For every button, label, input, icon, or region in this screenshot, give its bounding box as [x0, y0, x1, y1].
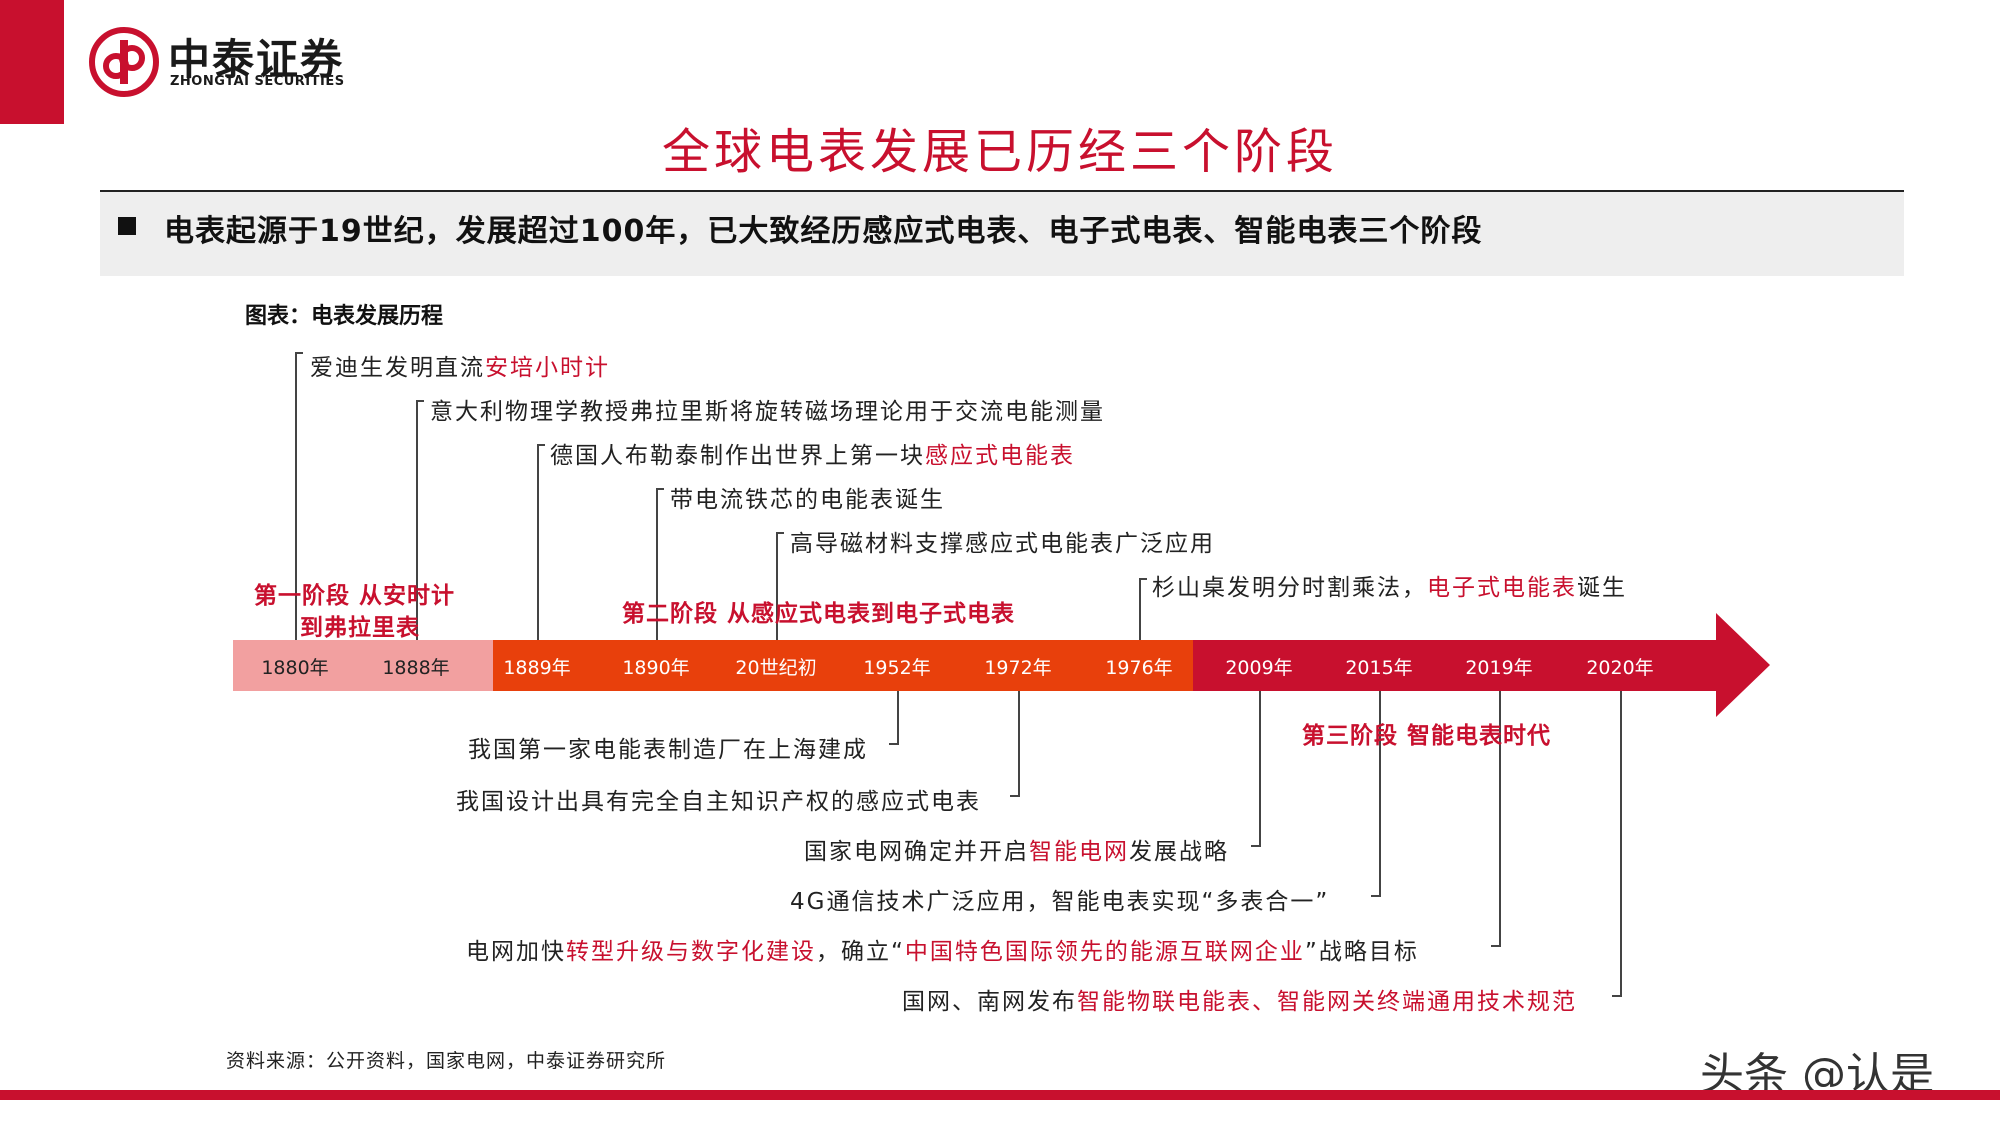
year-label: 1889年 [503, 657, 571, 679]
summary-box [100, 192, 1904, 276]
connector-1972-tick [1010, 795, 1020, 797]
event-1900s: 高导磁材料支撑感应式电能表广泛应用 [790, 531, 1215, 557]
event-2015: 4G通信技术广泛应用，智能电表实现“多表合一” [790, 889, 1330, 915]
logo-name-en: ZHONGTAI SECURITIES [170, 74, 345, 89]
connector-1889 [537, 444, 539, 640]
connector-1888-tick [416, 400, 424, 402]
event-text: 诞生 [1577, 575, 1627, 601]
timeline-stage3-arrow [1193, 613, 1770, 717]
event-text: 发展战略 [1129, 839, 1229, 865]
event-2019: 电网加快转型升级与数字化建设，确立“中国特色国际领先的能源互联网企业”战略目标 [466, 932, 1419, 966]
event-highlight: 智能电网 [1029, 839, 1129, 865]
year-label: 2009年 [1225, 657, 1293, 679]
event-text: 爱迪生发明直流 [310, 355, 485, 381]
connector-1976 [1139, 578, 1141, 640]
connector-1880 [295, 352, 297, 640]
stage1-label: 第一阶段 从安时计 [254, 583, 456, 609]
event-highlight: 安培小时计 [485, 355, 610, 381]
connector-2009-tick [1251, 845, 1261, 847]
connector-1900s-tick [776, 532, 784, 534]
event-highlight: 电子式电能表 [1427, 575, 1577, 601]
connector-1888 [416, 400, 418, 640]
stage3-label: 第三阶段 智能电表时代 [1302, 723, 1552, 749]
zhongtai-logo-icon [89, 27, 159, 97]
timeline-stage1-segment [233, 640, 493, 691]
event-1976: 杉山桌发明分时割乘法，电子式电能表诞生 [1152, 568, 1627, 602]
connector-2019-tick [1491, 945, 1501, 947]
event-text: ”战略目标 [1304, 939, 1419, 965]
event-1890: 带电流铁芯的电能表诞生 [670, 487, 945, 513]
event-text: 电网加快 [466, 939, 566, 965]
event-highlight: 转型升级与数字化建设 [566, 939, 816, 965]
event-highlight: 感应式电能表 [925, 443, 1075, 469]
year-label: 1976年 [1105, 657, 1173, 679]
event-1889: 德国人布勒泰制作出世界上第一块感应式电能表 [550, 436, 1075, 470]
event-text: 德国人布勒泰制作出世界上第一块 [550, 443, 925, 469]
page-title: 全球电表发展已历经三个阶段 [661, 124, 1338, 180]
event-1880: 爱迪生发明直流安培小时计 [310, 348, 610, 382]
year-label: 1952年 [863, 657, 931, 679]
event-1888: 意大利物理学教授弗拉里斯将旋转磁场理论用于交流电能测量 [430, 399, 1105, 425]
connector-2015-tick [1371, 895, 1381, 897]
summary-text: 电表起源于19世纪，发展超过100年，已大致经历感应式电表、电子式电表、智能电表… [164, 214, 1483, 249]
connector-2020 [1620, 691, 1622, 995]
year-label: 2020年 [1586, 657, 1654, 679]
stage2-label: 第二阶段 从感应式电表到电子式电表 [622, 601, 1016, 627]
connector-1889-tick [537, 444, 545, 446]
timeline-stage2-segment [493, 640, 1193, 691]
title-divider [100, 190, 1904, 192]
year-label: 1888年 [382, 657, 450, 679]
connector-1880-tick [295, 352, 303, 354]
bullet-square-icon [118, 217, 136, 235]
figure-label: 图表：电表发展历程 [245, 304, 444, 329]
connector-2015 [1379, 691, 1381, 895]
event-highlight: 中国特色国际领先的能源互联网企业 [904, 939, 1305, 965]
year-label: 2019年 [1465, 657, 1533, 679]
logo-name-cn: 中泰证券 [168, 35, 345, 84]
connector-1972 [1018, 691, 1020, 795]
event-highlight: 智能物联电能表、智能网关终端通用技术规范 [1077, 989, 1577, 1015]
event-2020: 国网、南网发布智能物联电能表、智能网关终端通用技术规范 [902, 982, 1577, 1016]
event-text: 杉山桌发明分时割乘法， [1152, 575, 1427, 601]
connector-2019 [1499, 691, 1501, 945]
connector-1900s [776, 532, 778, 640]
year-label: 1972年 [984, 657, 1052, 679]
connector-1952-tick [889, 743, 899, 745]
connector-1976-tick [1139, 578, 1147, 580]
connector-2020-tick [1612, 995, 1622, 997]
year-label: 20世纪初 [735, 657, 817, 679]
event-text: ，确立“ [816, 939, 905, 965]
brand-bar [0, 0, 64, 124]
connector-1890 [656, 488, 658, 640]
year-label: 1880年 [261, 657, 329, 679]
event-text: 国网、南网发布 [902, 989, 1077, 1015]
event-text: 国家电网确定并开启 [804, 839, 1029, 865]
event-1952: 我国第一家电能表制造厂在上海建成 [468, 737, 868, 763]
source-note: 资料来源：公开资料，国家电网，中泰证券研究所 [226, 1050, 667, 1072]
event-2009: 国家电网确定并开启智能电网发展战略 [804, 832, 1229, 866]
connector-1890-tick [656, 488, 664, 490]
event-1972: 我国设计出具有完全自主知识产权的感应式电表 [456, 789, 981, 815]
year-label: 1890年 [622, 657, 690, 679]
connector-2009 [1259, 691, 1261, 845]
connector-1952 [897, 691, 899, 743]
year-label: 2015年 [1345, 657, 1413, 679]
stage1-label-line2: 到弗拉里表 [300, 615, 420, 641]
footer-bar [0, 1090, 2000, 1100]
